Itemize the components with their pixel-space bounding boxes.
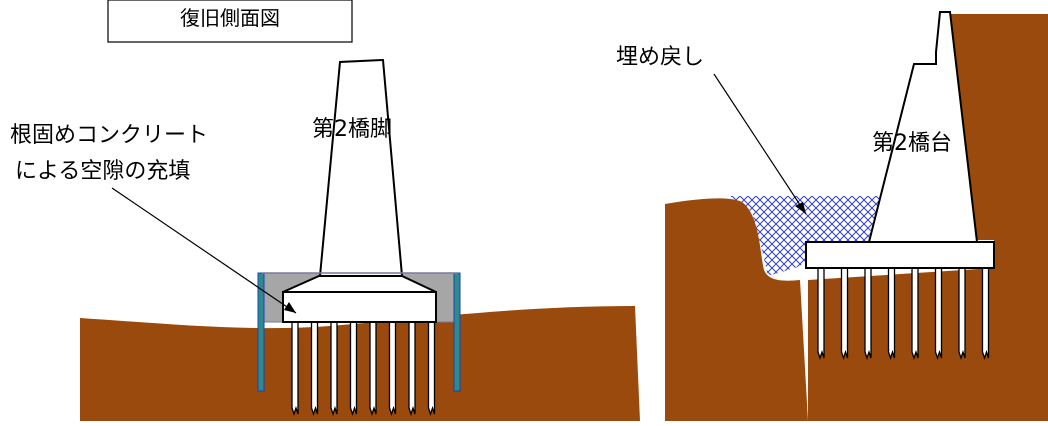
backfill-hatched-area [730, 196, 880, 276]
root-concrete-leader-line [111, 187, 297, 314]
abutment-body [867, 11, 979, 243]
pier-pile-3 [330, 321, 338, 417]
pier-pile-7 [408, 321, 416, 417]
pier-pile-1 [291, 321, 299, 417]
backfill-leader-line [713, 73, 807, 215]
abutment-pile-2 [840, 267, 849, 361]
pier-pile-4 [349, 321, 358, 417]
abutment-pile-3 [864, 267, 872, 361]
pier-pile-6 [388, 321, 397, 417]
right-sheet-pile [453, 272, 461, 392]
abutment-label: 第2橋台 [872, 131, 952, 156]
abutment-pile-7 [958, 267, 966, 361]
pier-label: 第2橋脚 [312, 117, 392, 142]
abutment-pile-8 [981, 267, 990, 361]
left-pile-group [291, 321, 436, 417]
right-ground-soil-left [665, 198, 808, 421]
pier-pile-2 [310, 321, 319, 417]
pier-pile-8 [427, 321, 436, 417]
left-panel-pier: 第2橋脚 根固めコンクリート による空隙の充填 [10, 58, 640, 421]
root-concrete-annotation-line2: による空隙の充填 [15, 159, 190, 184]
right-panel-abutment: 第2橋台 埋め戻し [616, 11, 1048, 421]
abutment-pile-1 [817, 267, 825, 361]
root-concrete-annotation-line1: 根固めコンクリート [10, 123, 208, 148]
pier-column [318, 58, 404, 277]
backfill-annotation: 埋め戻し [616, 45, 704, 70]
left-sheet-pile [257, 272, 265, 392]
title-box: 復旧側面図 [107, 0, 353, 43]
abutment-pile-6 [934, 267, 943, 361]
abutment-pile-4 [887, 267, 896, 361]
left-ground-soil [80, 306, 640, 421]
pier-footing [282, 291, 437, 323]
abutment-pile-5 [911, 267, 919, 361]
abutment-footing [805, 241, 995, 269]
diagram-title: 復旧側面図 [180, 6, 280, 30]
pier-pile-5 [369, 321, 377, 417]
